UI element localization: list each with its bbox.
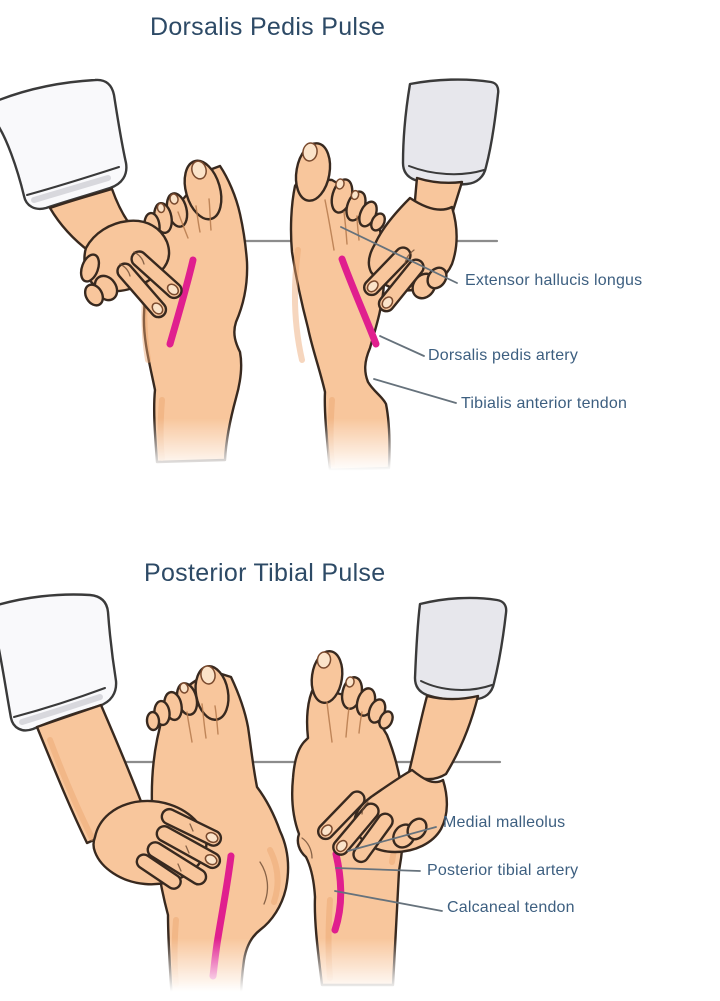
leg-fade-overlay: [135, 938, 425, 1001]
dorsalis-pedis-illustration: [0, 78, 500, 484]
leader-line-posterior-tibial-artery: [335, 867, 421, 872]
middle-finger: [116, 262, 168, 319]
label-medial-malleolus: Medial malleolus: [443, 814, 566, 831]
leader-line-extensor-hallucis-longus: [340, 226, 458, 284]
middle-finger: [377, 258, 425, 313]
label-posterior-tibial-artery: Posterior tibial artery: [427, 862, 579, 879]
middle-finger: [332, 802, 380, 856]
white-sleeve-cuff: [0, 78, 128, 210]
examiner-left-hand: [0, 593, 223, 890]
dorsalis-pedis-title: Dorsalis Pedis Pulse: [150, 13, 386, 41]
leader-line-medial-malleolus: [347, 826, 437, 852]
leader-line-tibialis-anterior-tendon: [373, 378, 457, 404]
gray-sleeve-cuff: [401, 78, 500, 186]
leg-fade-overlay: [120, 418, 420, 484]
white-sleeve-cuff: [0, 593, 118, 732]
posterior-tibial-title: Posterior Tibial Pulse: [144, 559, 386, 587]
gray-sleeve-cuff: [413, 596, 508, 701]
examiner-right-hand: [316, 596, 508, 864]
dorsalis-pedis-artery-highlight-right: [338, 255, 380, 348]
leader-line-dorsalis-pedis-artery: [379, 335, 425, 357]
label-calcaneal-tendon: Calcaneal tendon: [447, 899, 575, 916]
pinky-finger: [135, 853, 182, 890]
label-extensor-hallucis-longus: Extensor hallucis longus: [465, 272, 643, 289]
label-tibialis-anterior-tendon: Tibialis anterior tendon: [461, 395, 628, 412]
index-finger: [316, 790, 366, 841]
middle-finger: [155, 825, 222, 870]
label-dorsalis-pedis-artery: Dorsalis pedis artery: [428, 347, 579, 364]
patient-right-foot: [289, 142, 391, 472]
posterior-tibial-illustration: [0, 593, 508, 1001]
leader-line-calcaneal-tendon: [334, 890, 443, 912]
examiner-right-hand: [362, 78, 500, 313]
dorsalis-pedis-artery-highlight-left: [166, 256, 197, 348]
index-finger: [362, 246, 412, 297]
examiner-left-hand: [0, 78, 183, 319]
patient-left-foot: [136, 159, 249, 464]
ring-finger: [146, 841, 208, 886]
